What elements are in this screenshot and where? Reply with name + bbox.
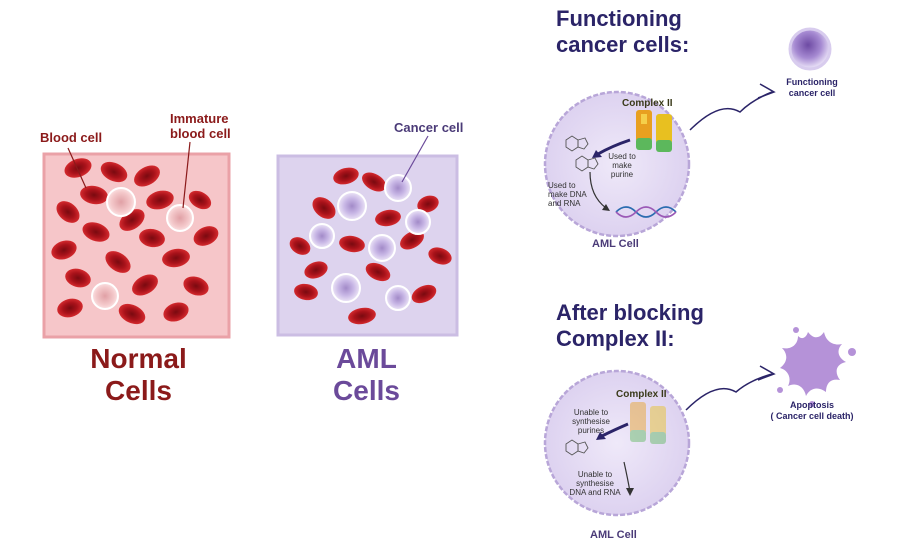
aml-red-cells (289, 167, 452, 325)
blocked-purine-arrow (601, 422, 629, 438)
functioning-outcome-label: Functioning cancer cell (772, 77, 852, 99)
blocked-heading-line1: After blocking (556, 300, 704, 325)
blocked-purine-molecule (565, 439, 589, 456)
aml-cancer-cells (309, 174, 431, 311)
label-cancer-cell: Cancer cell (394, 120, 464, 135)
unable-dna-3: DNA and RNA (569, 488, 621, 497)
apoptosis-splat-icon (780, 332, 846, 396)
unable-purine-1: Unable to (573, 408, 609, 417)
label-blood-cell: Blood cell (40, 130, 103, 145)
aml-cells-title: AML Cells (284, 343, 449, 407)
blocked-unable-purines: Unable to synthesise purines (566, 408, 616, 435)
normal-red-cells (51, 158, 219, 325)
dna-text-1: Used to (548, 181, 576, 190)
aml-title-line2: Cells (333, 375, 400, 406)
functioning-complex-ii-icon (636, 110, 672, 152)
purine-text-3: purine (610, 170, 634, 179)
functioning-heading-line1: Functioning (556, 6, 682, 31)
purine-text-1: Used to (608, 152, 636, 161)
dna-text-2: make DNA (548, 190, 587, 199)
cancer-cell-pointer (401, 135, 429, 183)
label-immature-line1: Immature (170, 111, 229, 126)
functioning-aml-cell (543, 90, 691, 238)
functioning-aml-cell-label: AML Cell (592, 238, 639, 250)
functioning-cancer-cell-icon (788, 27, 832, 71)
outcome-line1: Functioning (786, 77, 838, 87)
purine-text-2: make (612, 161, 632, 170)
apoptosis-line2: ( Cancer cell death) (770, 411, 854, 421)
normal-title-line1: Normal (90, 343, 187, 374)
blood-cell-pointer (67, 147, 87, 189)
dna-text-3: and RNA (548, 199, 581, 208)
functioning-heading-line2: cancer cells: (556, 32, 690, 57)
blocked-heading-line2: Complex II: (556, 326, 675, 351)
unable-purine-2: synthesise (572, 417, 610, 426)
label-immature-blood-cell: Immature blood cell (170, 111, 250, 141)
functioning-purine-arrow (597, 138, 631, 156)
blocked-aml-cell (543, 369, 691, 517)
unable-dna-2: synthesise (576, 479, 614, 488)
functioning-used-make-dna: Used to make DNA and RNA (548, 181, 588, 208)
dna-helix-icon (615, 206, 677, 218)
apoptosis-label: Apoptosis ( Cancer cell death) (752, 400, 872, 422)
blocked-complex-ii-icon (630, 402, 666, 444)
functioning-heading: Functioning cancer cells: (556, 6, 689, 58)
unable-purine-3: purines (577, 426, 605, 435)
blocked-aml-cell-label: AML Cell (590, 529, 637, 541)
apoptosis-line1: Apoptosis (790, 400, 834, 410)
blocked-heading: After blocking Complex II: (556, 300, 704, 352)
unable-dna-1: Unable to (577, 470, 613, 479)
immature-pointer (182, 141, 191, 209)
outcome-line2: cancer cell (788, 88, 836, 98)
functioning-dna-arrow (589, 171, 607, 209)
label-immature-line2: blood cell (170, 126, 231, 141)
aml-title-line1: AML (336, 343, 397, 374)
blocked-unable-dna: Unable to synthesise DNA and RNA (568, 470, 622, 497)
blocked-complex-label: Complex II (616, 389, 667, 400)
functioning-complex-label: Complex II (622, 98, 673, 109)
functioning-purine-molecules (565, 135, 599, 172)
blocked-outcome-arrow (685, 373, 773, 411)
normal-immature-cells (91, 187, 194, 310)
normal-title-line2: Cells (105, 375, 172, 406)
normal-cells-title: Normal Cells (56, 343, 221, 407)
functioning-used-make-purine: Used to make purine (602, 152, 642, 179)
